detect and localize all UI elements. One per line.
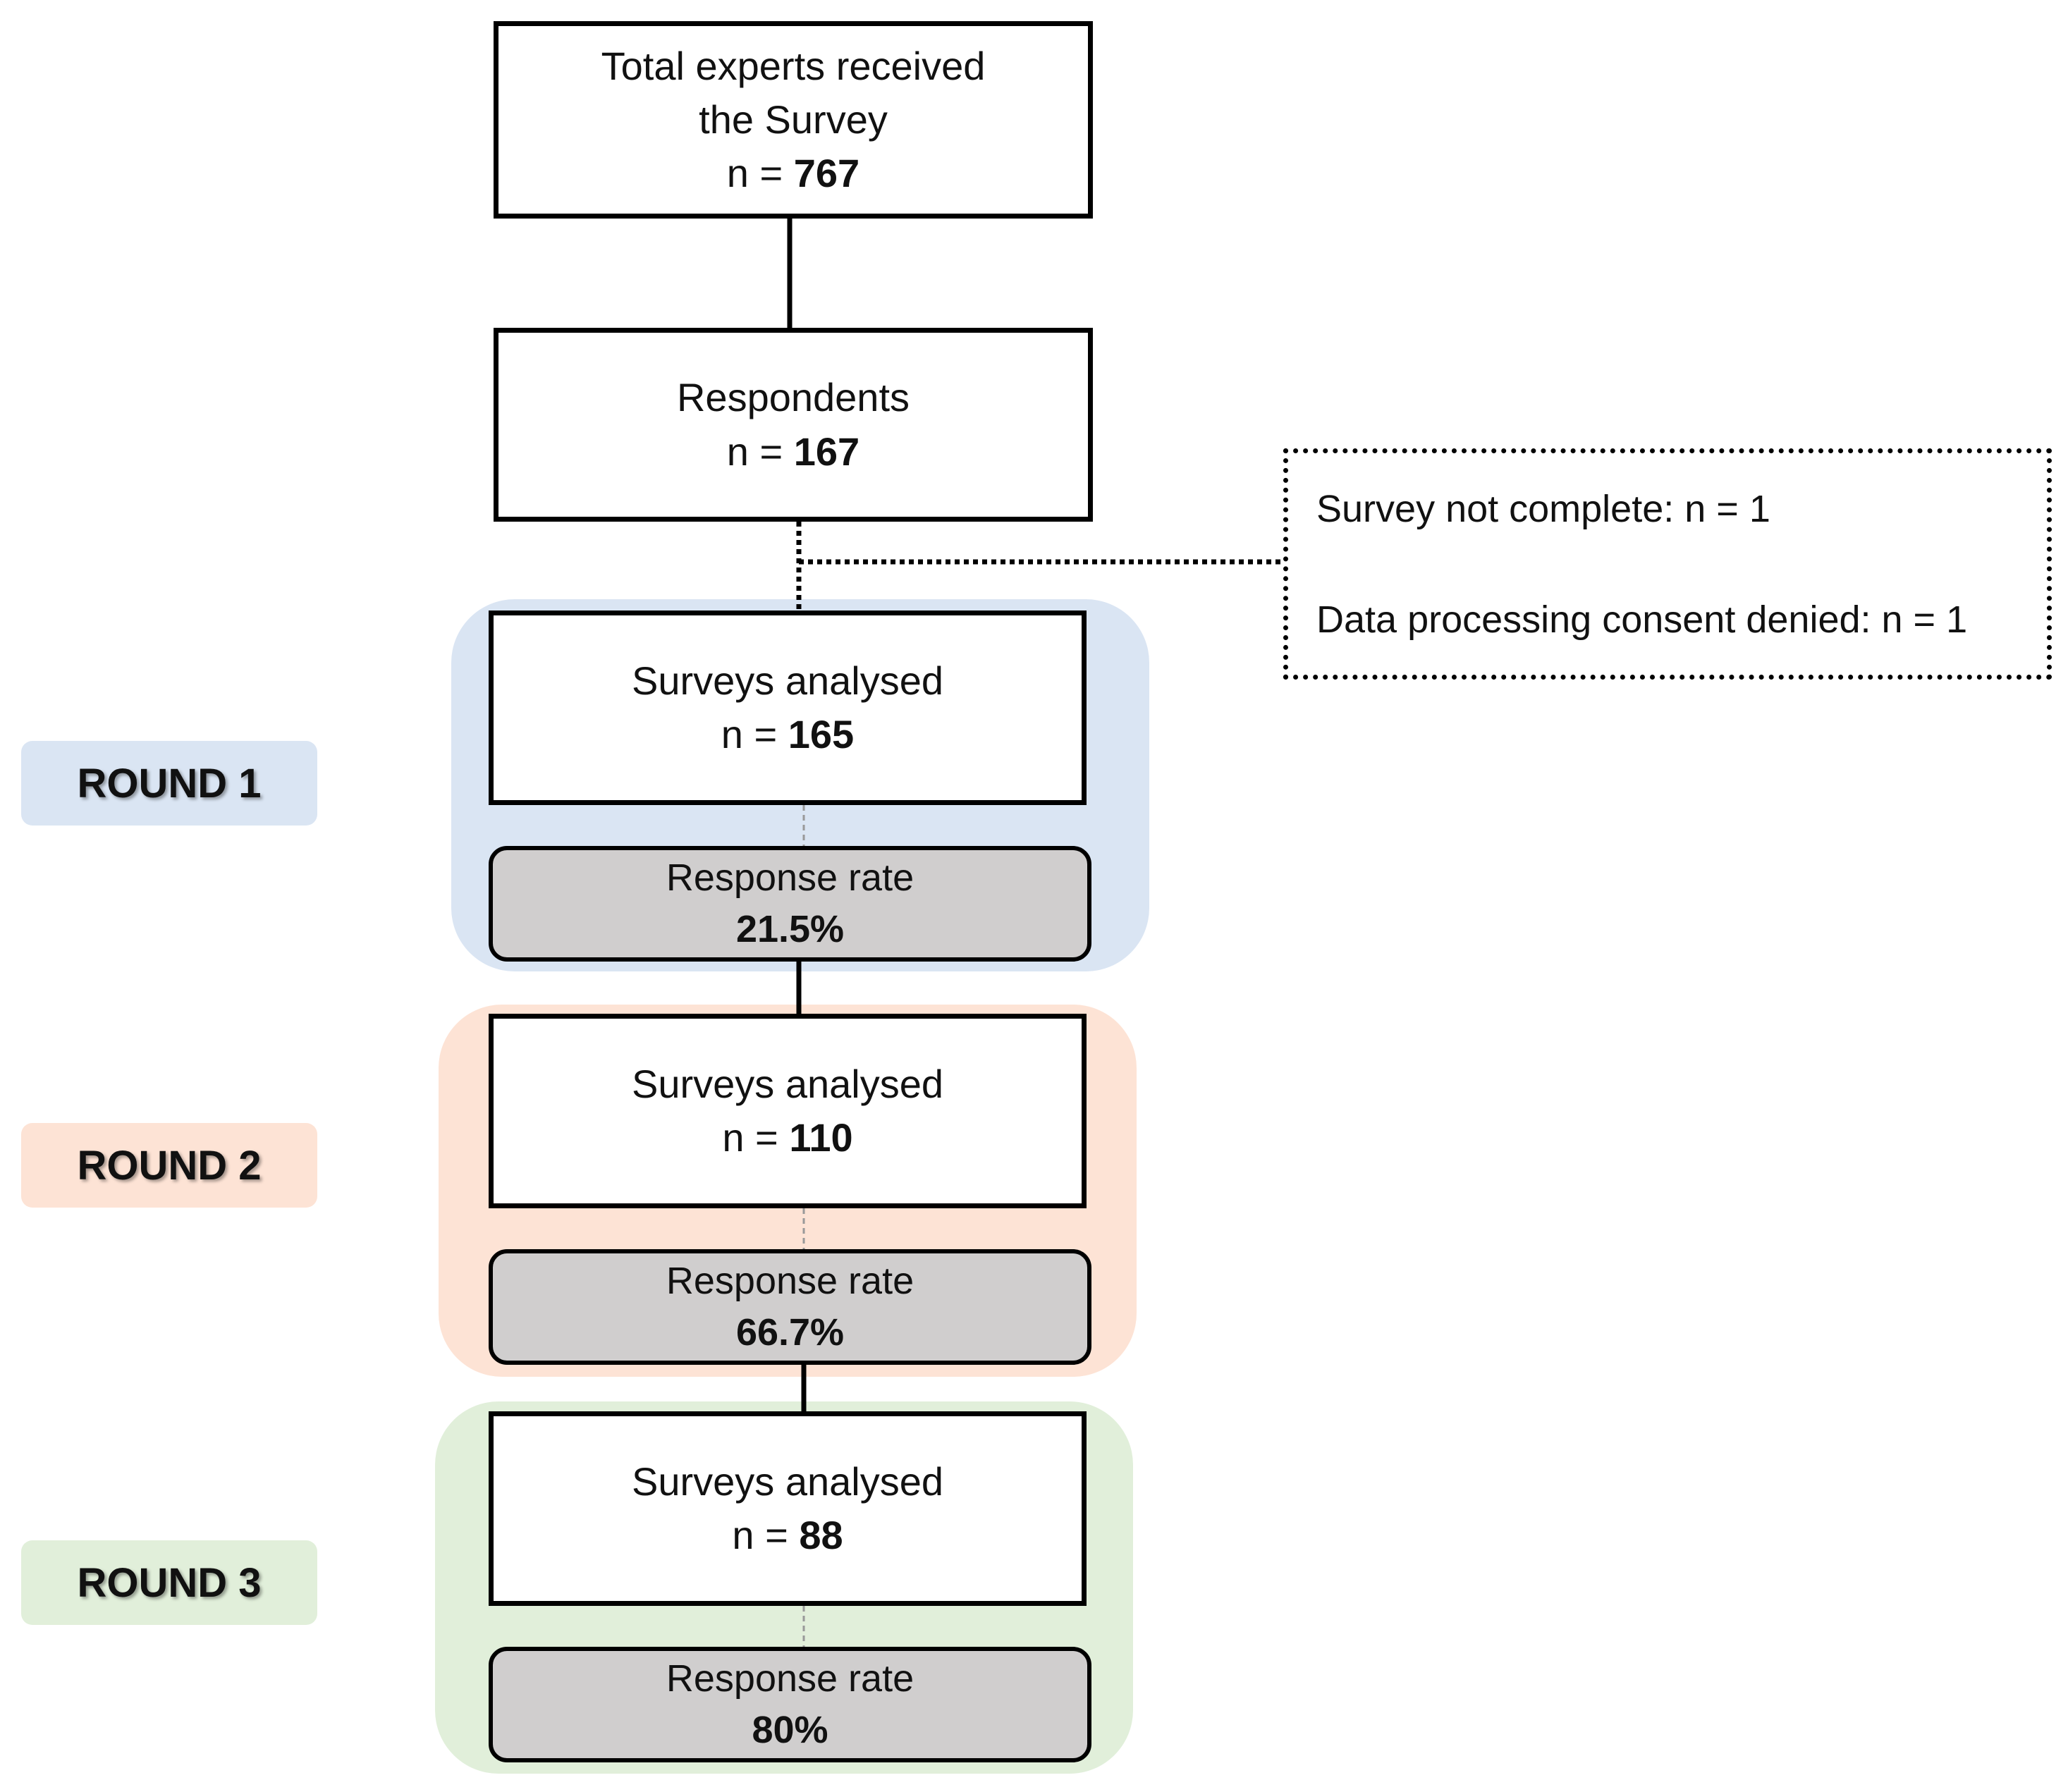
round-2-response-rate: Response rate 66.7% [489,1249,1091,1365]
total-n-value: 767 [793,151,860,196]
respondents-box: Respondents n = 167 [494,328,1093,522]
exclusion-item: Data processing consent denied: n = 1 [1316,598,1968,641]
response-rate-label: Response rate [666,1259,914,1302]
total-experts-count: n = 767 [727,147,859,200]
exclusion-item: Survey not complete: n = 1 [1316,487,1770,530]
total-experts-box: Total experts received the Survey n = 76… [494,21,1093,219]
round-3-label: ROUND 3 [21,1540,317,1625]
response-rate-value: 21.5% [735,908,845,950]
respondents-label: Respondents [676,375,910,420]
round-2-label: ROUND 2 [21,1123,317,1208]
surveys-count: n = 88 [732,1509,843,1562]
n-prefix: n = [732,1513,788,1557]
surveys-analysed-label: Surveys analysed [631,658,943,703]
n-prefix: n = [722,1115,778,1160]
round-1-response-rate: Response rate 21.5% [489,846,1091,962]
response-rate-value: 66.7% [735,1311,845,1354]
respondents-n-prefix: n = [726,429,783,474]
response-rate-label: Response rate [666,1657,914,1700]
total-experts-label: Total experts received the Survey [601,43,986,142]
round-3-response-rate: Response rate 80% [489,1647,1091,1762]
respondents-n-value: 167 [793,429,860,474]
round-2-surveys-box: Surveys analysed n = 110 [489,1014,1087,1208]
round-1-label: ROUND 1 [21,741,317,826]
surveys-count: n = 165 [721,708,854,761]
round-1-surveys-box: Surveys analysed n = 165 [489,610,1087,805]
respondents-count: n = 167 [727,425,859,479]
round-3-surveys-box: Surveys analysed n = 88 [489,1411,1087,1606]
n-prefix: n = [721,712,778,756]
surveys-count: n = 110 [722,1111,852,1165]
surveys-analysed-label: Surveys analysed [631,1061,943,1106]
n-value: 110 [789,1115,853,1160]
total-n-prefix: n = [726,151,783,196]
response-rate-value: 80% [752,1709,828,1751]
exclusions-box: Survey not complete: n = 1 Data processi… [1283,448,2052,680]
n-value: 165 [788,712,855,756]
surveys-analysed-label: Surveys analysed [631,1459,943,1504]
response-rate-label: Response rate [666,856,914,899]
n-value: 88 [799,1513,843,1557]
